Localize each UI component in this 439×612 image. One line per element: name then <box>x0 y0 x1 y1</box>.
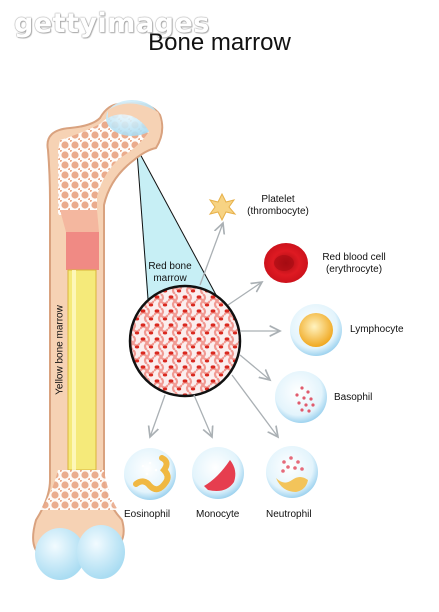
platelet-cell <box>208 192 237 222</box>
condyle-cap-right <box>77 525 125 579</box>
red-marrow-label-line2: marrow <box>153 273 187 284</box>
rbc-label: Red blood cell (erythrocyte) <box>310 252 398 276</box>
red-marrow-magnified <box>128 284 242 398</box>
rbc-label-line2: (erythrocyte) <box>325 264 383 275</box>
eosinophil-cell <box>124 448 176 500</box>
basophil-cell <box>275 371 327 423</box>
femur-bone <box>32 102 164 557</box>
lymphocyte-cell <box>290 304 342 356</box>
red-marrow-band <box>66 232 99 270</box>
neutrophil-cell <box>266 446 318 498</box>
platelet-label-line2: (thrombocyte) <box>247 206 309 217</box>
basophil-label: Basophil <box>334 392 373 403</box>
eosinophil-label: Eosinophil <box>124 509 171 520</box>
platelet-label-line1: Platelet <box>261 194 295 205</box>
red-marrow-label: Red bone marrow <box>140 261 200 285</box>
lymphocyte-label: Lymphocyte <box>350 324 404 335</box>
zoom-wedge <box>137 152 222 312</box>
platelet-label: Platelet (thrombocyte) <box>243 194 313 218</box>
differentiation-arrows <box>150 223 280 437</box>
rbc-label-line1: Red blood cell <box>322 252 386 263</box>
page-title: Bone marrow <box>148 29 291 56</box>
yellow-marrow-label: Yellow bone marrow <box>54 305 66 395</box>
monocyte-label: Monocyte <box>196 509 240 520</box>
monocyte-cell <box>192 447 244 499</box>
watermark-logo: gettyimages <box>14 8 210 39</box>
red-marrow-label-line1: Red bone <box>148 261 192 272</box>
red-blood-cell <box>264 243 308 283</box>
condyle-cap-left <box>35 528 85 580</box>
neutrophil-label: Neutrophil <box>266 509 312 520</box>
